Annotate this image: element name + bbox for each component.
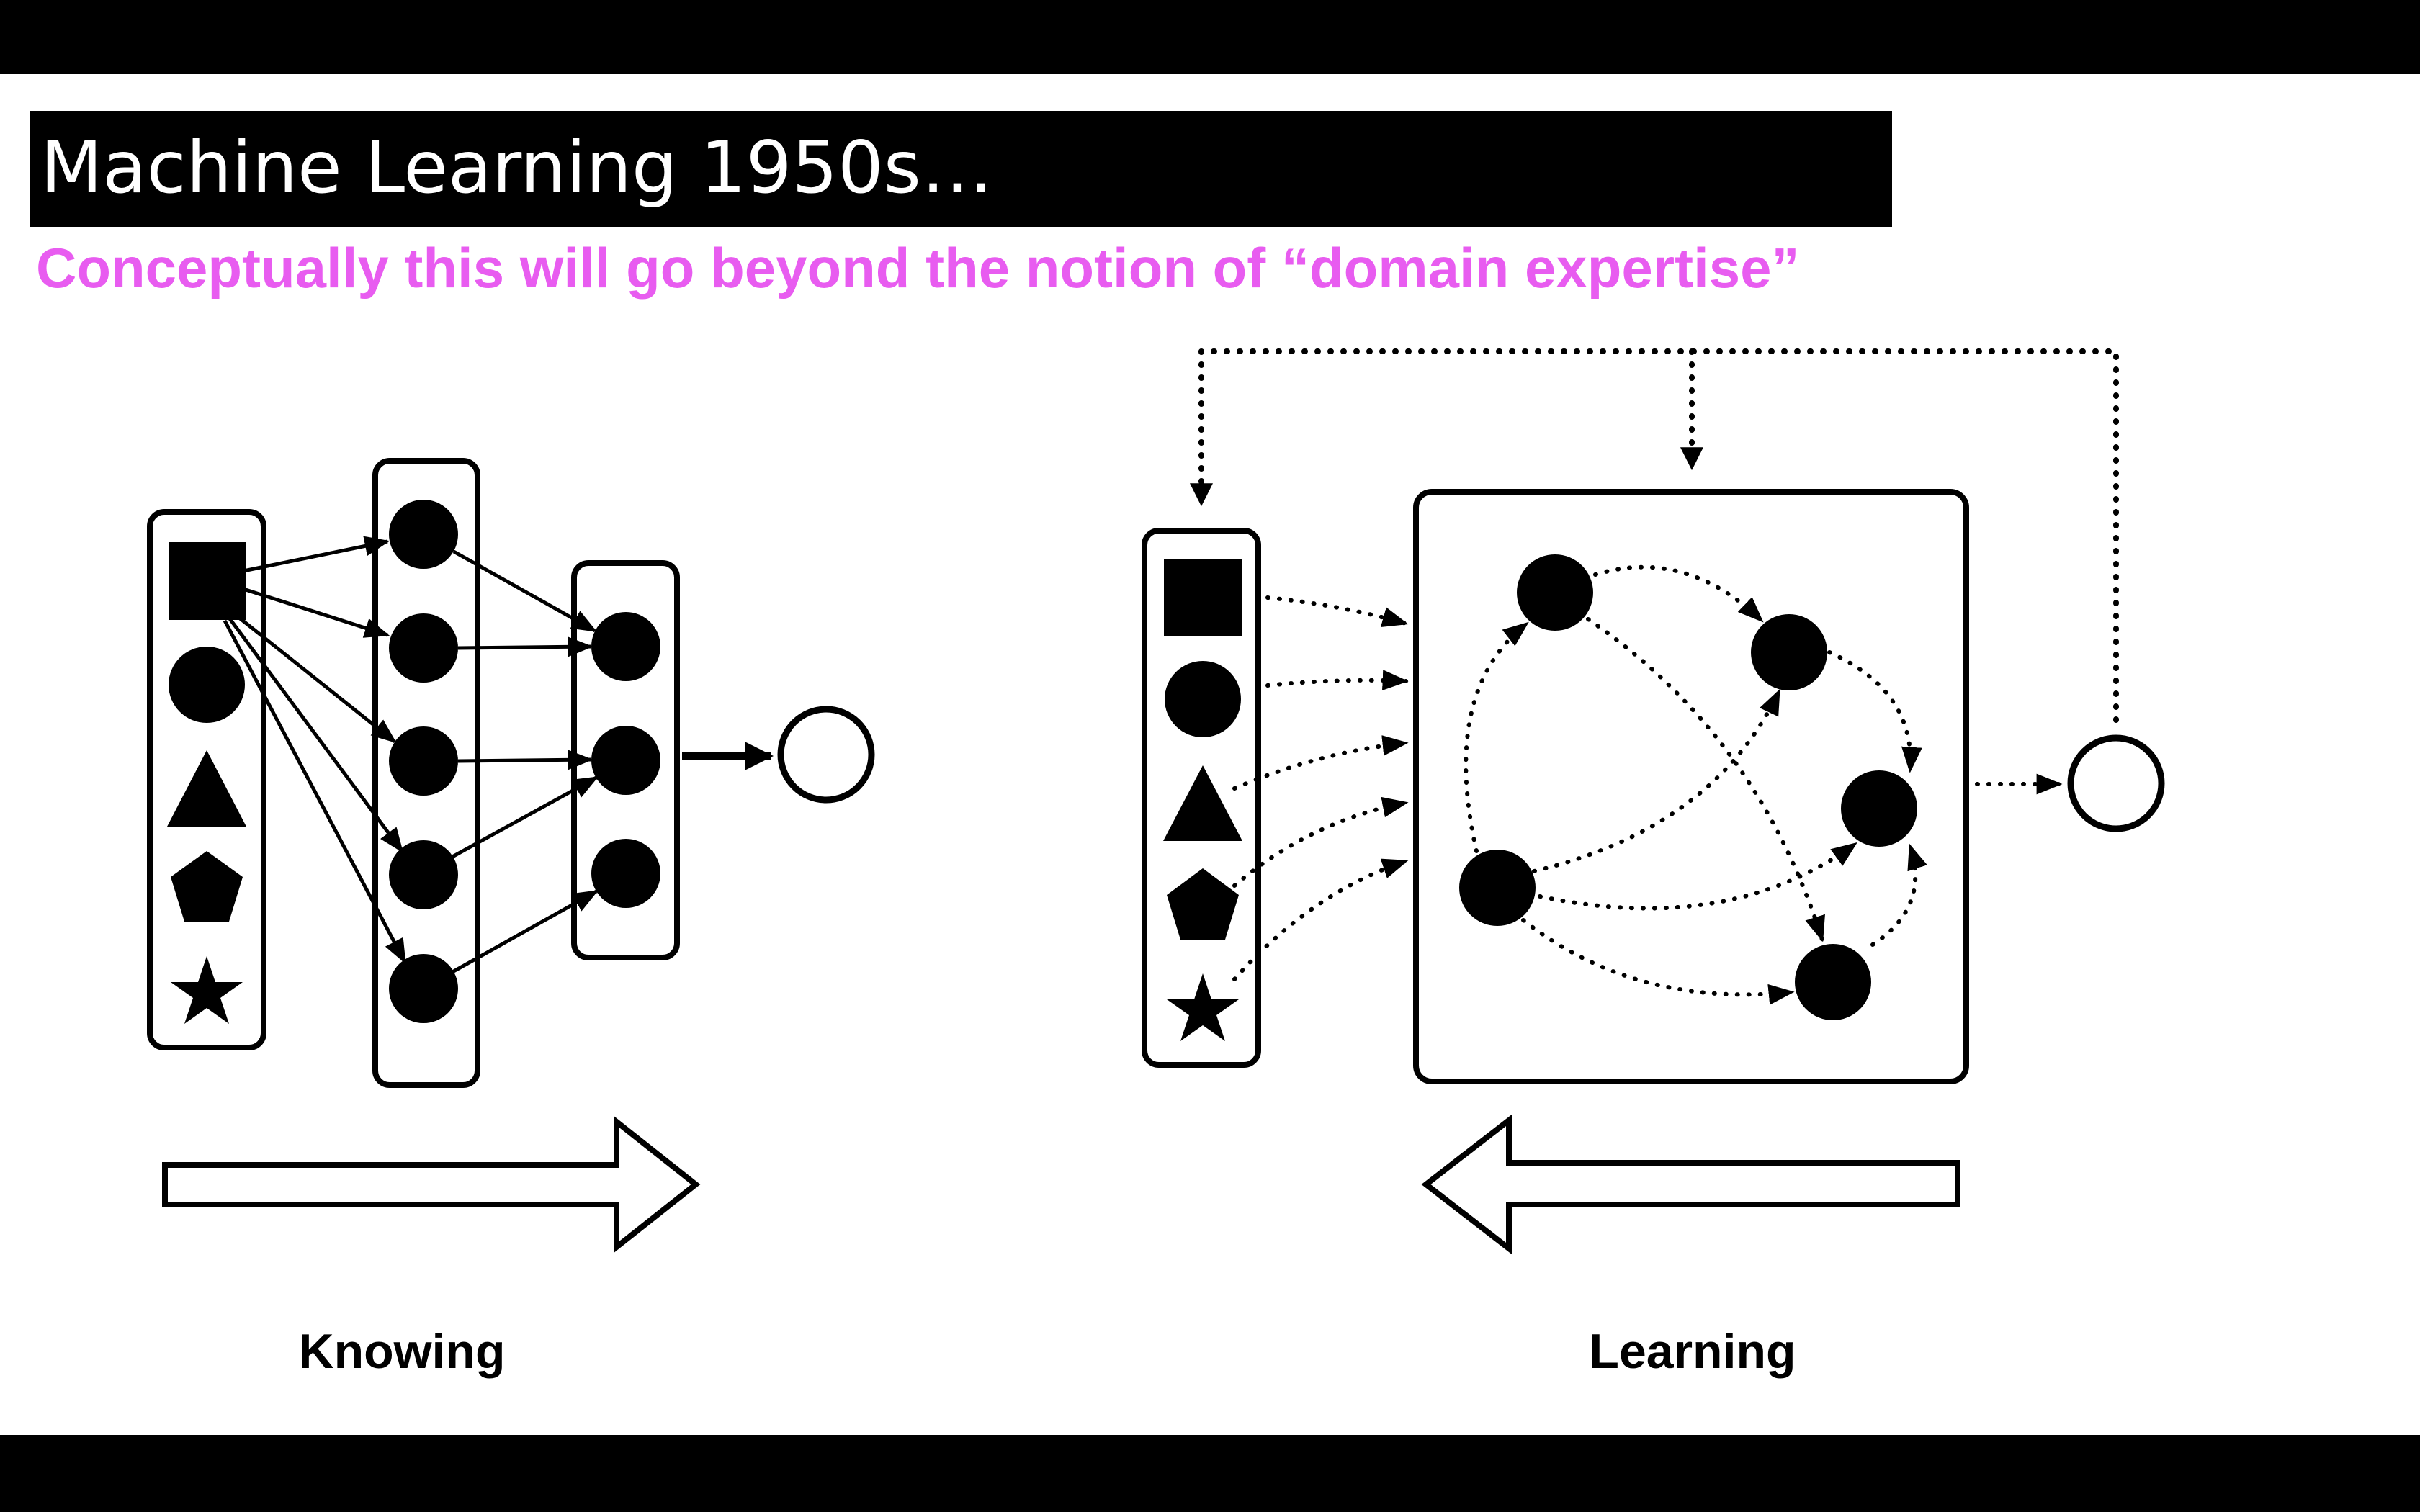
- letterbox-top-bar: [0, 0, 2420, 74]
- knowing-input-column: [147, 509, 266, 1050]
- circle-icon: [1165, 661, 1241, 737]
- network-node-3: [1841, 770, 1917, 847]
- learning-caption: Learning: [1589, 1324, 1796, 1379]
- network-node-4: [1459, 850, 1536, 926]
- learning-input-connections: [1232, 595, 1409, 981]
- letterbox-bottom-bar: [0, 1435, 2420, 1512]
- forward-block-arrow-icon: [162, 1115, 701, 1254]
- hidden-node-1: [389, 500, 458, 569]
- knowing-hidden-column: [372, 458, 480, 1088]
- knowing-hidden-connections: [451, 549, 599, 974]
- triangle-icon: [167, 750, 246, 827]
- circle-icon: [169, 647, 245, 723]
- backward-block-arrow-icon: [1421, 1114, 1960, 1255]
- network-node-5: [1795, 944, 1871, 1020]
- second-node-2: [591, 726, 660, 795]
- second-node-1: [591, 612, 660, 681]
- hidden-node-3: [389, 726, 458, 796]
- learning-output-hollow-circle-icon: [2067, 734, 2165, 832]
- slide-subtitle: Conceptually this will go beyond the not…: [36, 236, 1800, 300]
- slide-title: Machine Learning 1950s…: [40, 125, 993, 210]
- learning-network-connections: [1464, 564, 1927, 1005]
- square-icon: [169, 542, 246, 620]
- pentagon-icon: [1167, 868, 1239, 940]
- knowing-caption: Knowing: [298, 1324, 506, 1379]
- knowing-output-hollow-circle-icon: [777, 706, 875, 804]
- feedback-loop: [1190, 348, 2119, 723]
- square-icon: [1164, 559, 1242, 636]
- pentagon-icon: [171, 851, 243, 922]
- knowing-diagram: [147, 458, 875, 1254]
- network-node-1: [1517, 554, 1593, 631]
- learning-network-box: [1413, 489, 1969, 1084]
- hidden-node-5: [389, 954, 458, 1023]
- learning-input-column: [1142, 528, 1261, 1068]
- star-icon: [171, 956, 243, 1024]
- title-bar: [30, 111, 1892, 227]
- hidden-node-2: [389, 613, 458, 683]
- triangle-icon: [1163, 765, 1242, 841]
- second-node-3: [591, 839, 660, 908]
- hidden-node-4: [389, 840, 458, 909]
- network-node-2: [1751, 614, 1827, 690]
- knowing-input-connections: [223, 536, 407, 965]
- star-icon: [1167, 973, 1239, 1041]
- learning-diagram: [1142, 348, 2165, 1255]
